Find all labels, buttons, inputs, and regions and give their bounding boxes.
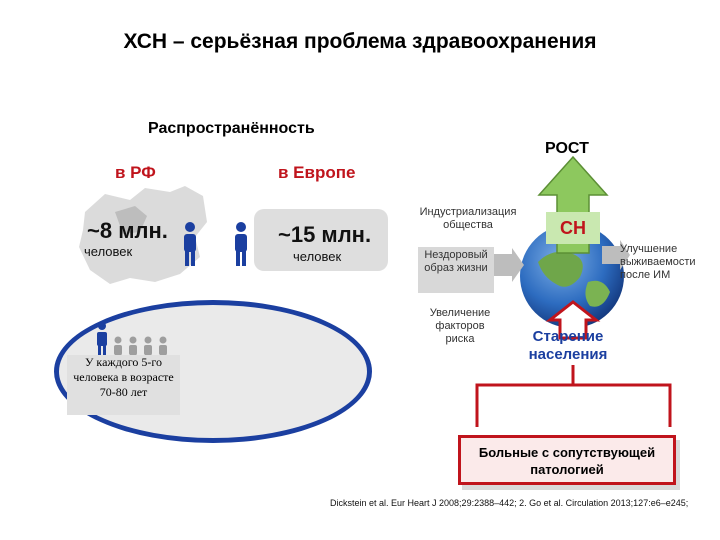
rf-number: ~8 млн. xyxy=(87,218,168,243)
growth-heading: РОСТ xyxy=(545,140,589,157)
europe-unit: человек xyxy=(293,249,342,264)
prevalence-heading: Распространённость xyxy=(148,120,315,137)
heart-failure-label: СН xyxy=(546,212,600,244)
rf-label: в РФ xyxy=(115,163,156,182)
connector-arrows xyxy=(475,365,672,427)
aging-label: Старение населения xyxy=(528,328,608,363)
patients-box: Больные с сопутствующей патологией xyxy=(458,435,676,485)
factor-industrialization: Индустриализация общества xyxy=(419,206,517,231)
arrow-up-icon xyxy=(537,155,609,254)
factor-risk: Увеличение факторов риска xyxy=(429,307,491,345)
europe-label: в Европе xyxy=(278,163,356,182)
rf-unit: человек xyxy=(84,244,133,259)
grey-arrow-icon xyxy=(602,240,630,270)
globe-icon xyxy=(520,224,624,328)
survival-text: Улучшение выживаемости после ИМ xyxy=(620,243,696,281)
person-icon xyxy=(97,322,107,359)
fifth-person-text: У каждого 5-го человека в возрасте 70-80… xyxy=(67,355,180,415)
person-icon xyxy=(235,222,247,266)
person-icon xyxy=(184,222,196,266)
russia-map xyxy=(79,186,207,284)
europe-map xyxy=(254,209,388,271)
elderly-ellipse xyxy=(54,300,372,443)
europe-number: ~15 млн. xyxy=(278,222,372,247)
reference: Dickstein et al. Eur Heart J 2008;29:238… xyxy=(330,498,689,508)
grey-arrow-icon xyxy=(494,248,524,282)
red-arrow-icon xyxy=(545,300,601,340)
page-title: ХСН – серьёзная проблема здравоохранения xyxy=(123,30,597,53)
factor-lifestyle: Нездоровый образ жизни xyxy=(418,247,494,293)
